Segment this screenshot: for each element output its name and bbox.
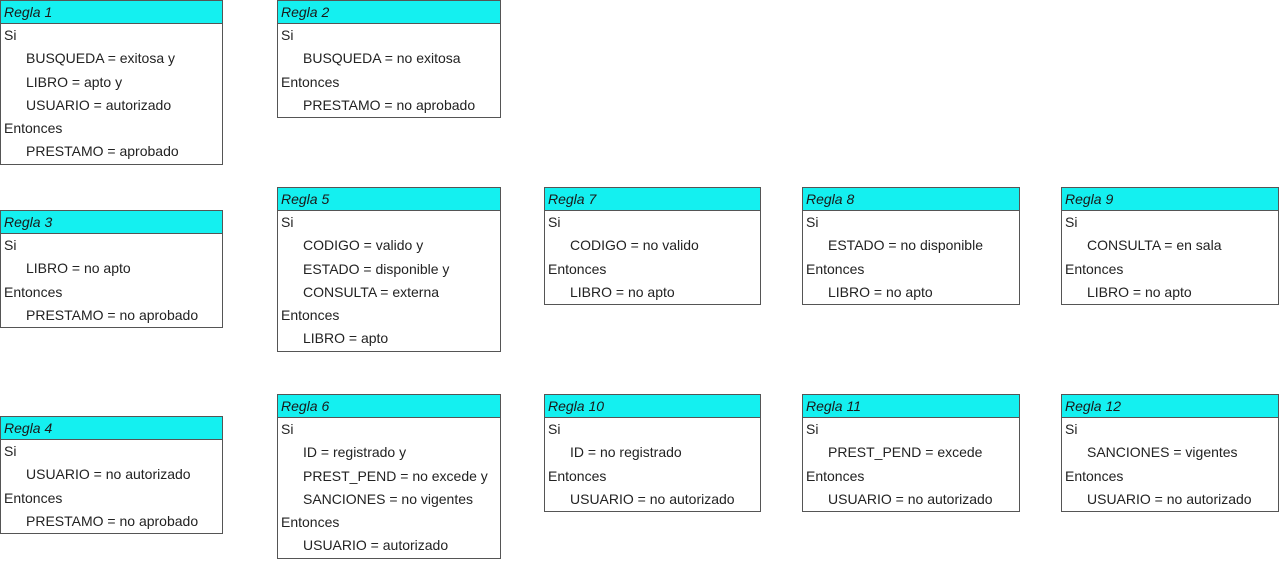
result-line: PRESTAMO = aprobado [26,143,179,160]
condition-line: BUSQUEDA = exitosa y [26,50,176,67]
condition-line: ID = no registrado [570,444,682,461]
condition-line: PREST_PEND = excede [828,444,983,461]
if-label: Si [4,443,17,459]
rule-title: Regla 3 [1,211,222,234]
rule-title: Regla 6 [278,395,500,418]
if-label: Si [806,421,819,437]
if-label: Si [806,214,819,230]
if-label: Si [281,421,294,437]
result-line: PRESTAMO = no aprobado [303,96,476,113]
then-label: Entonces [1065,467,1124,484]
then-label: Entonces [548,467,607,484]
condition-line: SANCIONES = no vigentes [303,490,474,507]
rule-title: Regla 1 [1,1,222,24]
condition-line: ESTADO = disponible y [303,260,450,277]
if-label: Si [1065,214,1078,230]
if-label: Si [4,237,17,253]
rule-body: Si ID = registrado y PREST_PEND = no exced… [278,418,500,558]
then-label: Entonces [281,514,340,531]
result-line: USUARIO = autorizado [303,537,449,554]
condition-line: CONSULTA = externa [303,283,440,300]
if-label: Si [281,27,294,43]
rule-title: Regla 10 [545,395,760,418]
result-line: USUARIO = no autorizado [1087,490,1252,507]
then-label: Entonces [806,467,865,484]
if-label: Si [548,214,561,230]
if-label: Si [4,27,17,43]
rule-title: Regla 7 [545,188,760,211]
rule-title: Regla 4 [1,417,222,440]
condition-line: USUARIO = autorizado [26,96,172,113]
then-label: Entonces [4,489,63,506]
condition-line: BUSQUEDA = no exitosa [303,50,461,67]
condition-line: SANCIONES = vigentes [1087,444,1238,461]
result-line: LIBRO = apto [303,330,389,347]
result-line: LIBRO = no apto [1087,283,1192,300]
condition-line: ESTADO = no disponible [828,237,983,254]
rule-title: Regla 2 [278,1,500,24]
condition-line: PREST_PEND = no excede y [303,467,488,484]
result-line: PRESTAMO = no aprobado [26,512,199,529]
then-label: Entonces [281,73,340,90]
condition-line: LIBRO = no apto [26,260,131,277]
result-line: LIBRO = no apto [570,283,675,300]
condition-line: ID = registrado y [303,444,407,461]
rule-title: Regla 5 [278,188,500,211]
result-line: USUARIO = no autorizado [828,490,993,507]
rule-title: Regla 9 [1062,188,1278,211]
result-line: USUARIO = no autorizado [570,490,735,507]
then-label: Entonces [4,120,63,137]
condition-line: CODIGO = valido y [303,237,424,254]
if-label: Si [281,214,294,230]
rule-title: Regla 12 [1062,395,1278,418]
condition-line: CONSULTA = en sala [1087,237,1222,254]
condition-line: USUARIO = no autorizado [26,466,191,483]
rule-box: Regla 6 Si ID = registrado y PREST_PEND = n… [277,394,501,559]
then-label: Entonces [548,260,607,277]
if-label: Si [548,421,561,437]
then-label: Entonces [806,260,865,277]
condition-line: CODIGO = no valido [570,237,699,254]
if-label: Si [1065,421,1078,437]
result-line: PRESTAMO = no aprobado [26,306,199,323]
then-label: Entonces [1065,260,1124,277]
then-label: Entonces [281,307,340,324]
rule-title: Regla 11 [803,395,1019,418]
rule-title: Regla 8 [803,188,1019,211]
condition-line: LIBRO = apto y [26,73,123,90]
result-line: LIBRO = no apto [828,283,933,300]
then-label: Entonces [4,283,63,300]
